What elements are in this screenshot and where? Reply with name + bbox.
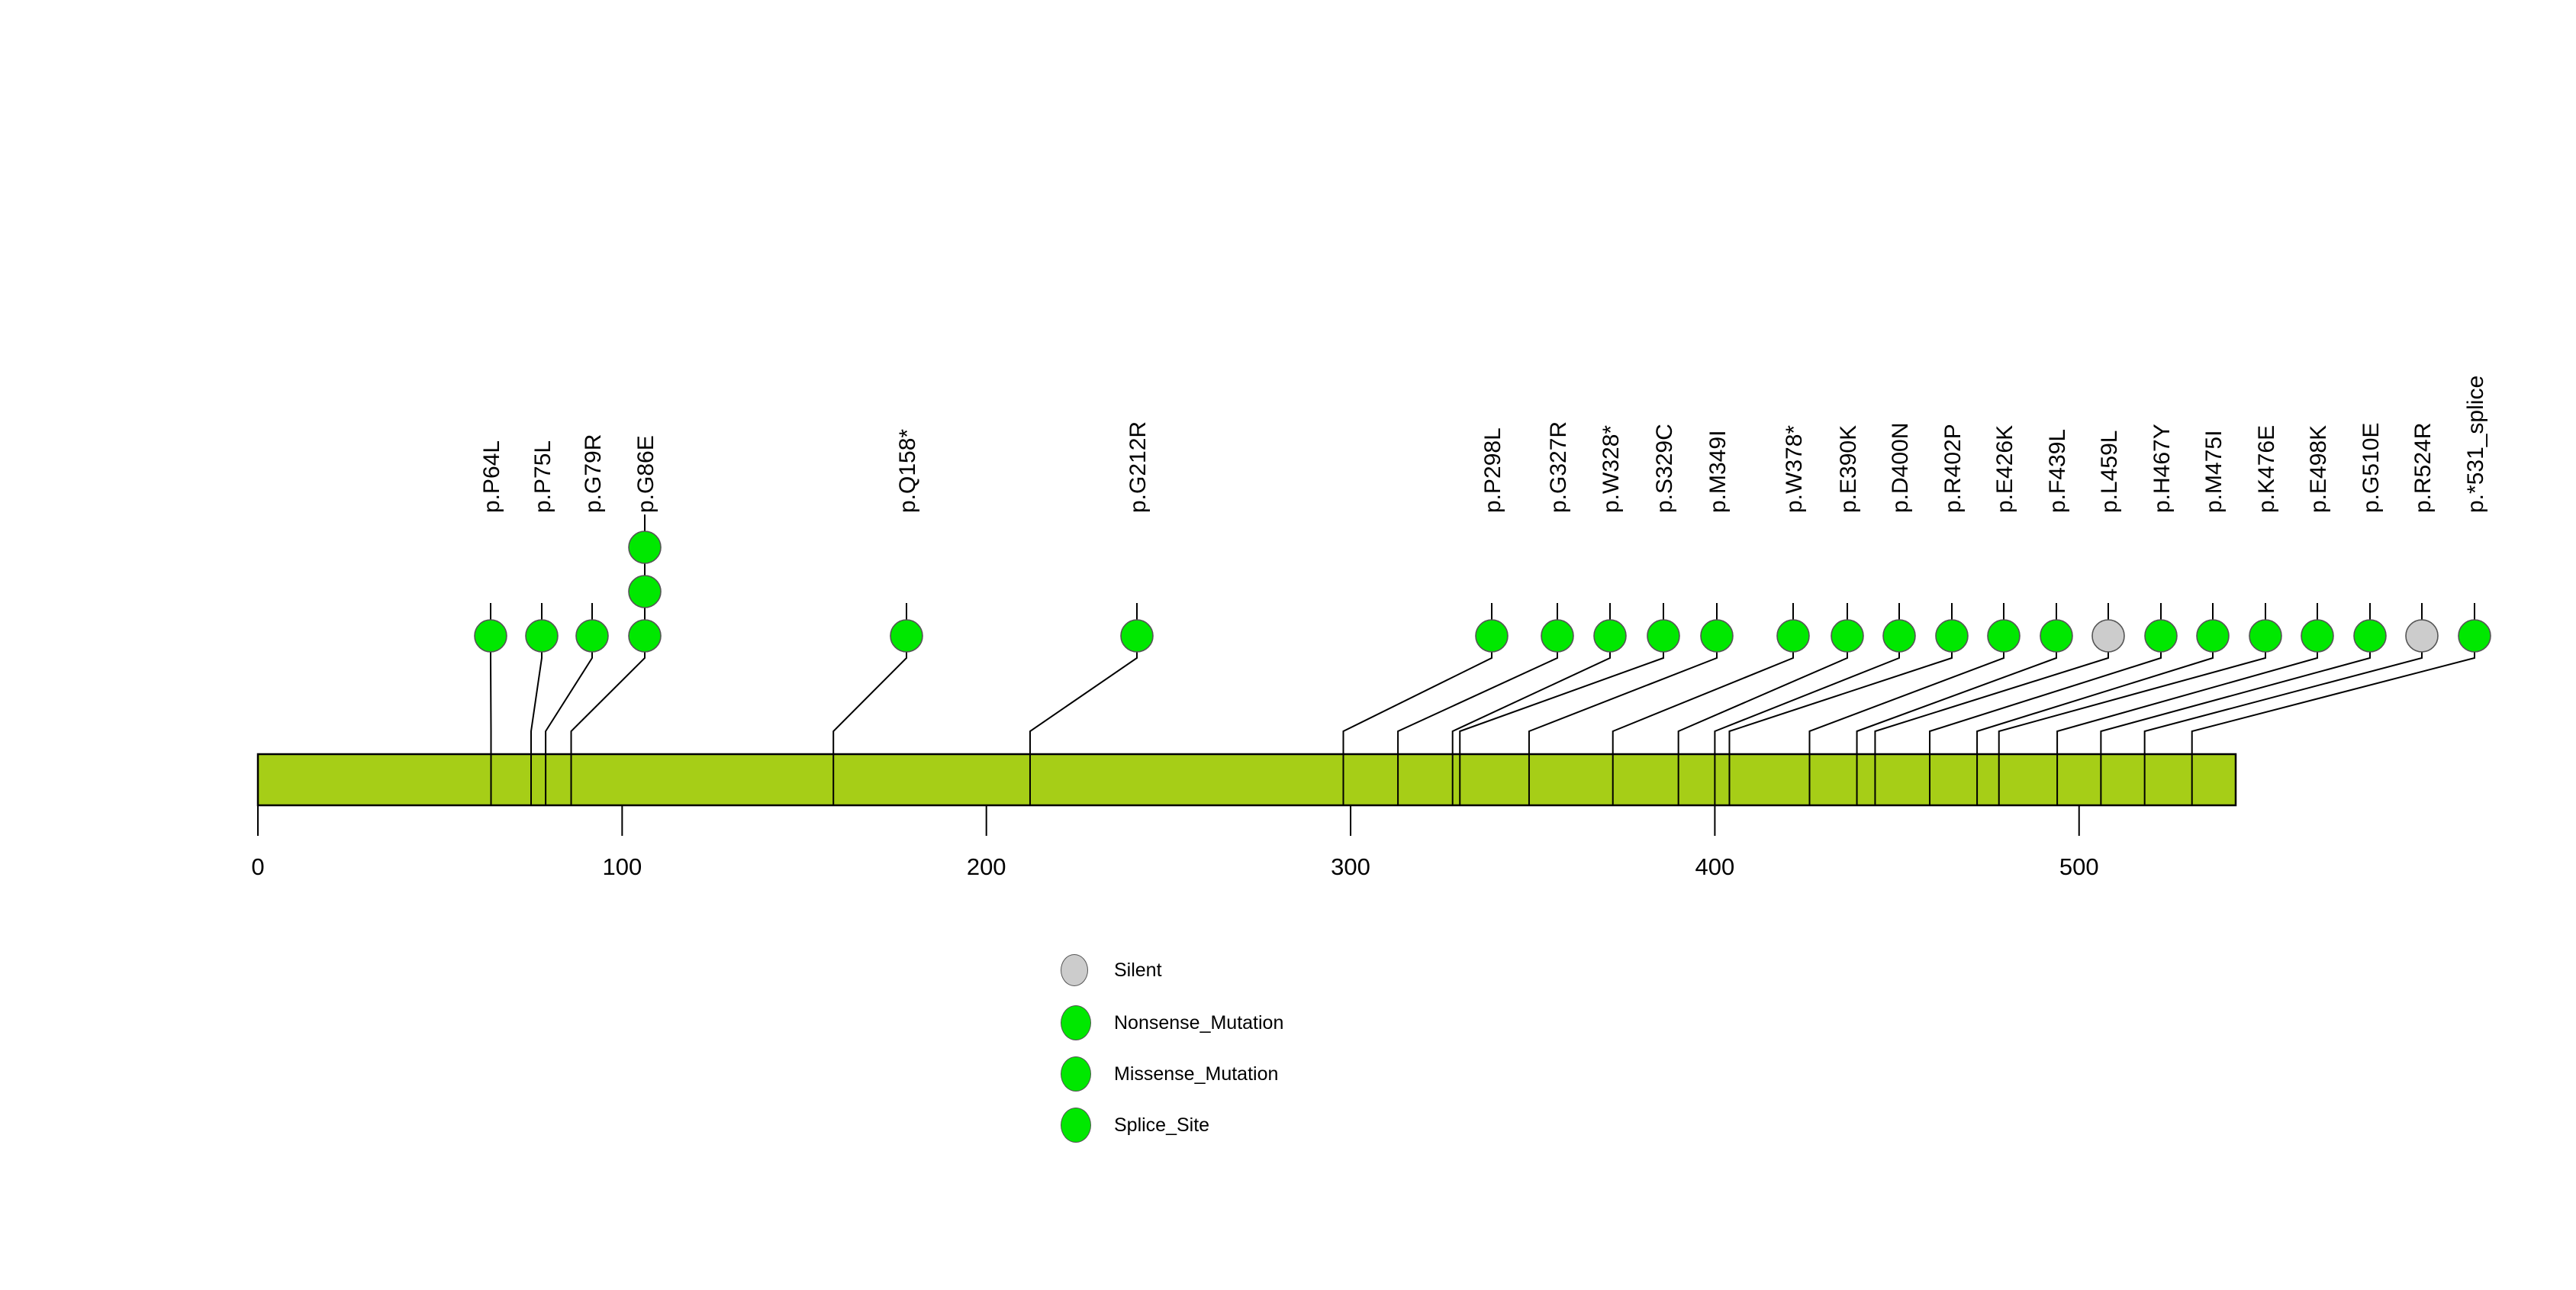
mutation-label: p.G510E xyxy=(2359,423,2384,513)
x-tick-label: 400 xyxy=(1695,853,1735,880)
mutation-label: p.E498K xyxy=(2306,425,2331,513)
lollipop-dot[interactable] xyxy=(2040,619,2073,653)
lollipop-dot[interactable] xyxy=(890,619,923,653)
legend-item[interactable]: Silent xyxy=(1061,954,1162,986)
legend-swatch-dot xyxy=(1061,1005,1091,1040)
lollipop-stem xyxy=(1342,603,1492,754)
mutation-label: p.G79R xyxy=(581,434,606,513)
legend-item[interactable]: Nonsense_Mutation xyxy=(1061,1005,1283,1040)
mutation-label: p.G86E xyxy=(633,435,658,513)
legend-label-text: Missense_Mutation xyxy=(1114,1063,1279,1085)
legend-label-text: Silent xyxy=(1114,959,1162,981)
mutation-label: p.E390K xyxy=(1836,425,1861,513)
protein-bar-rect xyxy=(256,753,2237,807)
lollipop-stem xyxy=(1612,603,1794,754)
x-tick-label: 0 xyxy=(251,853,264,880)
mutation-label: p.*531_splice xyxy=(2463,376,2488,513)
x-tick-label: 300 xyxy=(1331,853,1370,880)
mutation-label: p.S329C xyxy=(1652,424,1677,513)
mutation-label: p.W378* xyxy=(1782,425,1807,513)
lollipop-dot[interactable] xyxy=(2405,619,2439,653)
mutation-label: p.R402P xyxy=(1940,424,1966,513)
lollipop-dot[interactable] xyxy=(2249,619,2282,653)
lollipop-dot[interactable] xyxy=(628,619,662,653)
mutation-label: p.M349I xyxy=(1705,431,1731,513)
lollipop-stem xyxy=(1397,603,1558,754)
bar-position-lines xyxy=(490,754,2193,805)
lollipop-dot[interactable] xyxy=(575,619,609,653)
legend-label-text: Splice_Site xyxy=(1114,1114,1210,1136)
lollipop-stem xyxy=(1029,603,1138,754)
legend-item[interactable]: Splice_Site xyxy=(1061,1108,1209,1143)
mutation-label: p.W328* xyxy=(1599,425,1624,513)
mutation-label: p.E426K xyxy=(1992,425,2017,513)
mutation-label: p.R524R xyxy=(2410,423,2436,513)
lollipop-dot[interactable] xyxy=(1475,619,1509,653)
lollipop-dot[interactable] xyxy=(1776,619,1810,653)
legend-label-text: Nonsense_Mutation xyxy=(1114,1011,1284,1034)
legend-swatch-dot xyxy=(1061,1056,1091,1092)
mutation-label: p.L459L xyxy=(2097,431,2122,513)
lollipop-dot[interactable] xyxy=(1831,619,1864,653)
mutation-label: p.G212R xyxy=(1125,421,1151,513)
lollipop-dot[interactable] xyxy=(2091,619,2125,653)
mutation-labels: p.P64L p.P75L p.G79R p.G86E p.Q158* p.G212R p.… xyxy=(479,376,2488,513)
mutation-label: p.K476E xyxy=(2254,425,2279,513)
lollipop-dot[interactable] xyxy=(1987,619,2021,653)
lollipop-dot[interactable] xyxy=(525,619,559,653)
mutation-label: p.M475I xyxy=(2201,431,2227,513)
mutation-label: p.P298L xyxy=(1480,427,1505,513)
mutation-label: p.D400N xyxy=(1888,423,1913,513)
lollipop-dot[interactable] xyxy=(1593,619,1627,653)
lollipop-dot[interactable] xyxy=(1700,619,1734,653)
mutation-label: p.G327R xyxy=(1546,421,1571,513)
x-axis: 0 100 200 300 400 500 xyxy=(251,805,2099,880)
mutation-label: p.Q158* xyxy=(895,429,920,513)
lollipop-dot[interactable] xyxy=(2301,619,2334,653)
lollipop-dot[interactable] xyxy=(1120,619,1154,653)
lollipop-dot[interactable] xyxy=(1882,619,1916,653)
lollipop-dot[interactable] xyxy=(1935,619,1969,653)
mutation-label: p.F439L xyxy=(2045,429,2070,513)
x-tick-label: 500 xyxy=(2059,853,2099,880)
lollipop-markers xyxy=(474,531,2491,653)
mutation-label: p.H467Y xyxy=(2149,424,2175,513)
lollipop-dot[interactable] xyxy=(2458,619,2491,653)
lollipop-stem xyxy=(1451,603,1611,754)
lollipop-dot[interactable] xyxy=(628,531,662,564)
x-tick-label: 200 xyxy=(967,853,1006,880)
lollipop-dot[interactable] xyxy=(2144,619,2178,653)
lollipop-dot[interactable] xyxy=(1647,619,1680,653)
lollipop-dot[interactable] xyxy=(2196,619,2230,653)
lollipop-dot[interactable] xyxy=(474,619,507,653)
x-tick-label: 100 xyxy=(602,853,642,880)
mutation-label: p.P64L xyxy=(479,440,504,513)
protein-domain-bar xyxy=(256,753,2237,807)
lollipop-dot[interactable] xyxy=(628,575,662,608)
legend-swatch-dot xyxy=(1061,954,1088,986)
legend-item[interactable]: Missense_Mutation xyxy=(1061,1056,1278,1092)
mutation-label: p.P75L xyxy=(530,440,555,513)
lollipop-dot[interactable] xyxy=(2353,619,2387,653)
lollipop-dot[interactable] xyxy=(1541,619,1574,653)
legend-swatch-dot xyxy=(1061,1108,1091,1143)
